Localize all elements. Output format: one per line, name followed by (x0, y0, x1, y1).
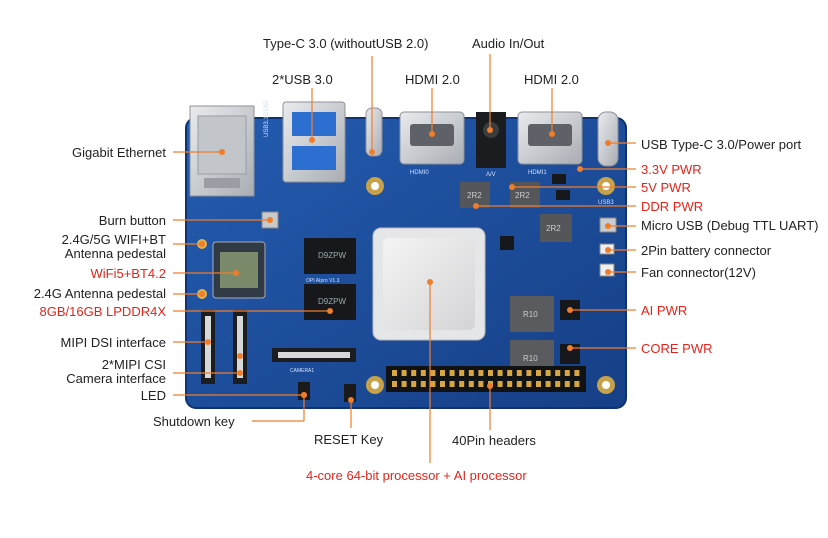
header-pin (564, 381, 570, 387)
header-pin (411, 381, 417, 387)
svg-text:2R2: 2R2 (467, 191, 482, 200)
label-ddr-pwr: DDR PWR (641, 199, 704, 214)
mounting-holes (366, 177, 615, 394)
header-pin (545, 370, 551, 376)
header-pin (497, 381, 503, 387)
header-pin (526, 370, 532, 376)
svg-text:D9ZPW: D9ZPW (318, 251, 346, 260)
header-pin (468, 381, 474, 387)
audio-jack (476, 112, 506, 168)
header-pin (449, 370, 455, 376)
label-battery: 2Pin battery connector (641, 243, 772, 258)
header-pin (516, 370, 522, 376)
label-lpddr: 8GB/16GB LPDDR4X (39, 304, 166, 319)
header-pin (497, 370, 503, 376)
svg-text:R10: R10 (523, 310, 538, 319)
pin-header-40 (386, 366, 586, 392)
label-gigabit: Gigabit Ethernet (72, 145, 166, 160)
ethernet-port (189, 105, 255, 197)
header-pin (392, 381, 397, 387)
header-pin (420, 370, 426, 376)
hdmi1-port (517, 111, 583, 165)
label-processor: 4-core 64-bit processor + AI processor (306, 468, 527, 483)
svg-text:2R2: 2R2 (515, 191, 530, 200)
silk-av: A/V (486, 172, 496, 178)
header-pin (440, 381, 445, 387)
header-pin (574, 370, 580, 376)
label-wifi-antenna-1: 2.4G/5G WIFI+BT (61, 232, 166, 247)
header-pin (555, 370, 561, 376)
label-hdmi-a: HDMI 2.0 (405, 72, 460, 87)
label-led: LED (140, 388, 166, 403)
header-pin (440, 370, 445, 376)
svg-text:CAMERA1: CAMERA1 (290, 368, 314, 374)
typec30-port (365, 107, 383, 157)
label-wifi-antenna-2: Antenna pedestal (64, 246, 166, 261)
header-pin (564, 370, 570, 376)
mipi-connectors: CAMERA1 (201, 310, 356, 384)
header-pin (526, 381, 532, 387)
inductors: 2R2 2R2 2R2 R10 R10 (460, 182, 572, 376)
header-pin (478, 381, 484, 387)
label-usbc-power: USB Type-C 3.0/Power port (641, 137, 802, 152)
silk-hdmi1: HDMI1 (528, 170, 547, 176)
header-pin (411, 370, 417, 376)
wifi-module (212, 241, 266, 299)
header-pin (420, 381, 426, 387)
reset-key-part (344, 384, 356, 402)
leader-dots (199, 127, 611, 403)
svg-text:D9ZPW: D9ZPW (318, 297, 346, 306)
label-pin40: 40Pin headers (452, 433, 536, 448)
header-pin (449, 381, 455, 387)
label-shutdown: Shutdown key (153, 414, 235, 429)
header-pin (401, 381, 407, 387)
label-hdmi-b: HDMI 2.0 (524, 72, 579, 87)
silk-usb-right: USB3 (598, 200, 614, 206)
header-pin (536, 381, 541, 387)
label-mipi-csi-1: 2*MIPI CSI (101, 357, 166, 372)
label-burn: Burn button (98, 213, 166, 228)
header-pin (430, 381, 436, 387)
label-mipi-dsi: MIPI DSI interface (60, 335, 166, 350)
header-pin (488, 370, 493, 376)
svg-text:OPI AIpro V1.3: OPI AIpro V1.3 (306, 278, 340, 284)
label-core-pwr: CORE PWR (641, 341, 713, 356)
label-pwr5: 5V PWR (641, 180, 691, 195)
header-pin (516, 381, 522, 387)
svg-text:R10: R10 (523, 354, 538, 363)
header-pin (507, 370, 513, 376)
label-pwr33: 3.3V PWR (641, 162, 702, 177)
label-audio: Audio In/Out (472, 36, 545, 51)
label-fan: Fan connector(12V) (641, 265, 756, 280)
header-pin (459, 370, 465, 376)
label-micro-usb: Micro USB (Debug TTL UART) (641, 218, 819, 233)
header-pin (468, 370, 474, 376)
header-pin (545, 381, 551, 387)
header-pin (555, 381, 561, 387)
label-ai-pwr: AI PWR (641, 303, 688, 318)
label-ant24: 2.4G Antenna pedestal (33, 286, 166, 301)
header-pin (478, 370, 484, 376)
label-reset: RESET Key (314, 432, 384, 447)
header-pin (507, 381, 513, 387)
header-pin (392, 370, 397, 376)
header-pin (536, 370, 541, 376)
label-wifi5: WiFi5+BT4.2 (90, 266, 167, 281)
leader-lines (173, 54, 636, 463)
silk-usb: USB3.1GEN2 (264, 99, 270, 137)
header-pin (459, 381, 465, 387)
label-typec30: Type-C 3.0 (withoutUSB 2.0) (263, 36, 429, 51)
usbc-power-port (597, 111, 619, 167)
svg-text:2R2: 2R2 (546, 224, 561, 233)
header-pin (430, 370, 436, 376)
label-usb30: 2*USB 3.0 (272, 72, 333, 87)
silk-hdmi0: HDMI0 (410, 170, 429, 176)
header-pin (401, 370, 407, 376)
header-pin (574, 381, 580, 387)
label-mipi-csi-2: Camera interface (66, 371, 166, 386)
